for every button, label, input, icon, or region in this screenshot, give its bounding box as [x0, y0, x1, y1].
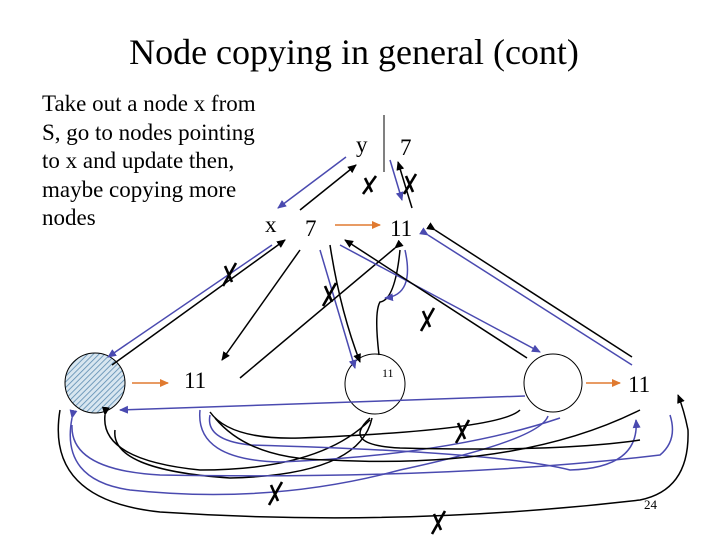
node-left-value: 11 — [184, 368, 206, 393]
body-line: to x and update then, — [42, 148, 235, 173]
node-middle-value: 11 — [382, 366, 394, 380]
edges-bottom — [57, 394, 689, 519]
cross-mark — [419, 307, 436, 332]
node-right: 11 — [523, 353, 650, 413]
cross-mark — [361, 175, 378, 195]
page-number: 24 — [644, 497, 657, 512]
node-top-right: 11 — [390, 216, 412, 241]
cross-marks — [221, 173, 471, 535]
node-left: 11 — [172, 355, 228, 411]
edges-top — [107, 156, 633, 379]
label-x: x — [265, 212, 277, 237]
cross-mark — [221, 262, 238, 287]
cross-mark — [454, 419, 471, 444]
cross-mark — [430, 510, 447, 535]
cross-mark — [321, 282, 338, 307]
cross-mark — [402, 173, 418, 195]
body-line: maybe copying more — [42, 176, 237, 202]
node-x: x 7 — [265, 197, 338, 253]
node-y-value: 7 — [400, 135, 412, 160]
body-line: nodes — [42, 205, 96, 230]
body-line: S, go to nodes pointing — [42, 119, 255, 145]
node-right-value: 11 — [628, 372, 650, 397]
node-middle: 11 — [344, 353, 406, 415]
cross-mark — [267, 481, 284, 506]
slide-title: Node copying in general (cont) — [129, 32, 579, 72]
body-line: Take out a node x from — [42, 91, 256, 116]
node-hatched — [64, 352, 169, 414]
node-x-value: 7 — [305, 216, 317, 241]
label-y: y — [356, 132, 368, 157]
body-text: Take out a node x from S, go to nodes po… — [42, 90, 282, 233]
node-y: y 7 — [356, 115, 412, 172]
node-top-right-value: 11 — [390, 216, 412, 241]
